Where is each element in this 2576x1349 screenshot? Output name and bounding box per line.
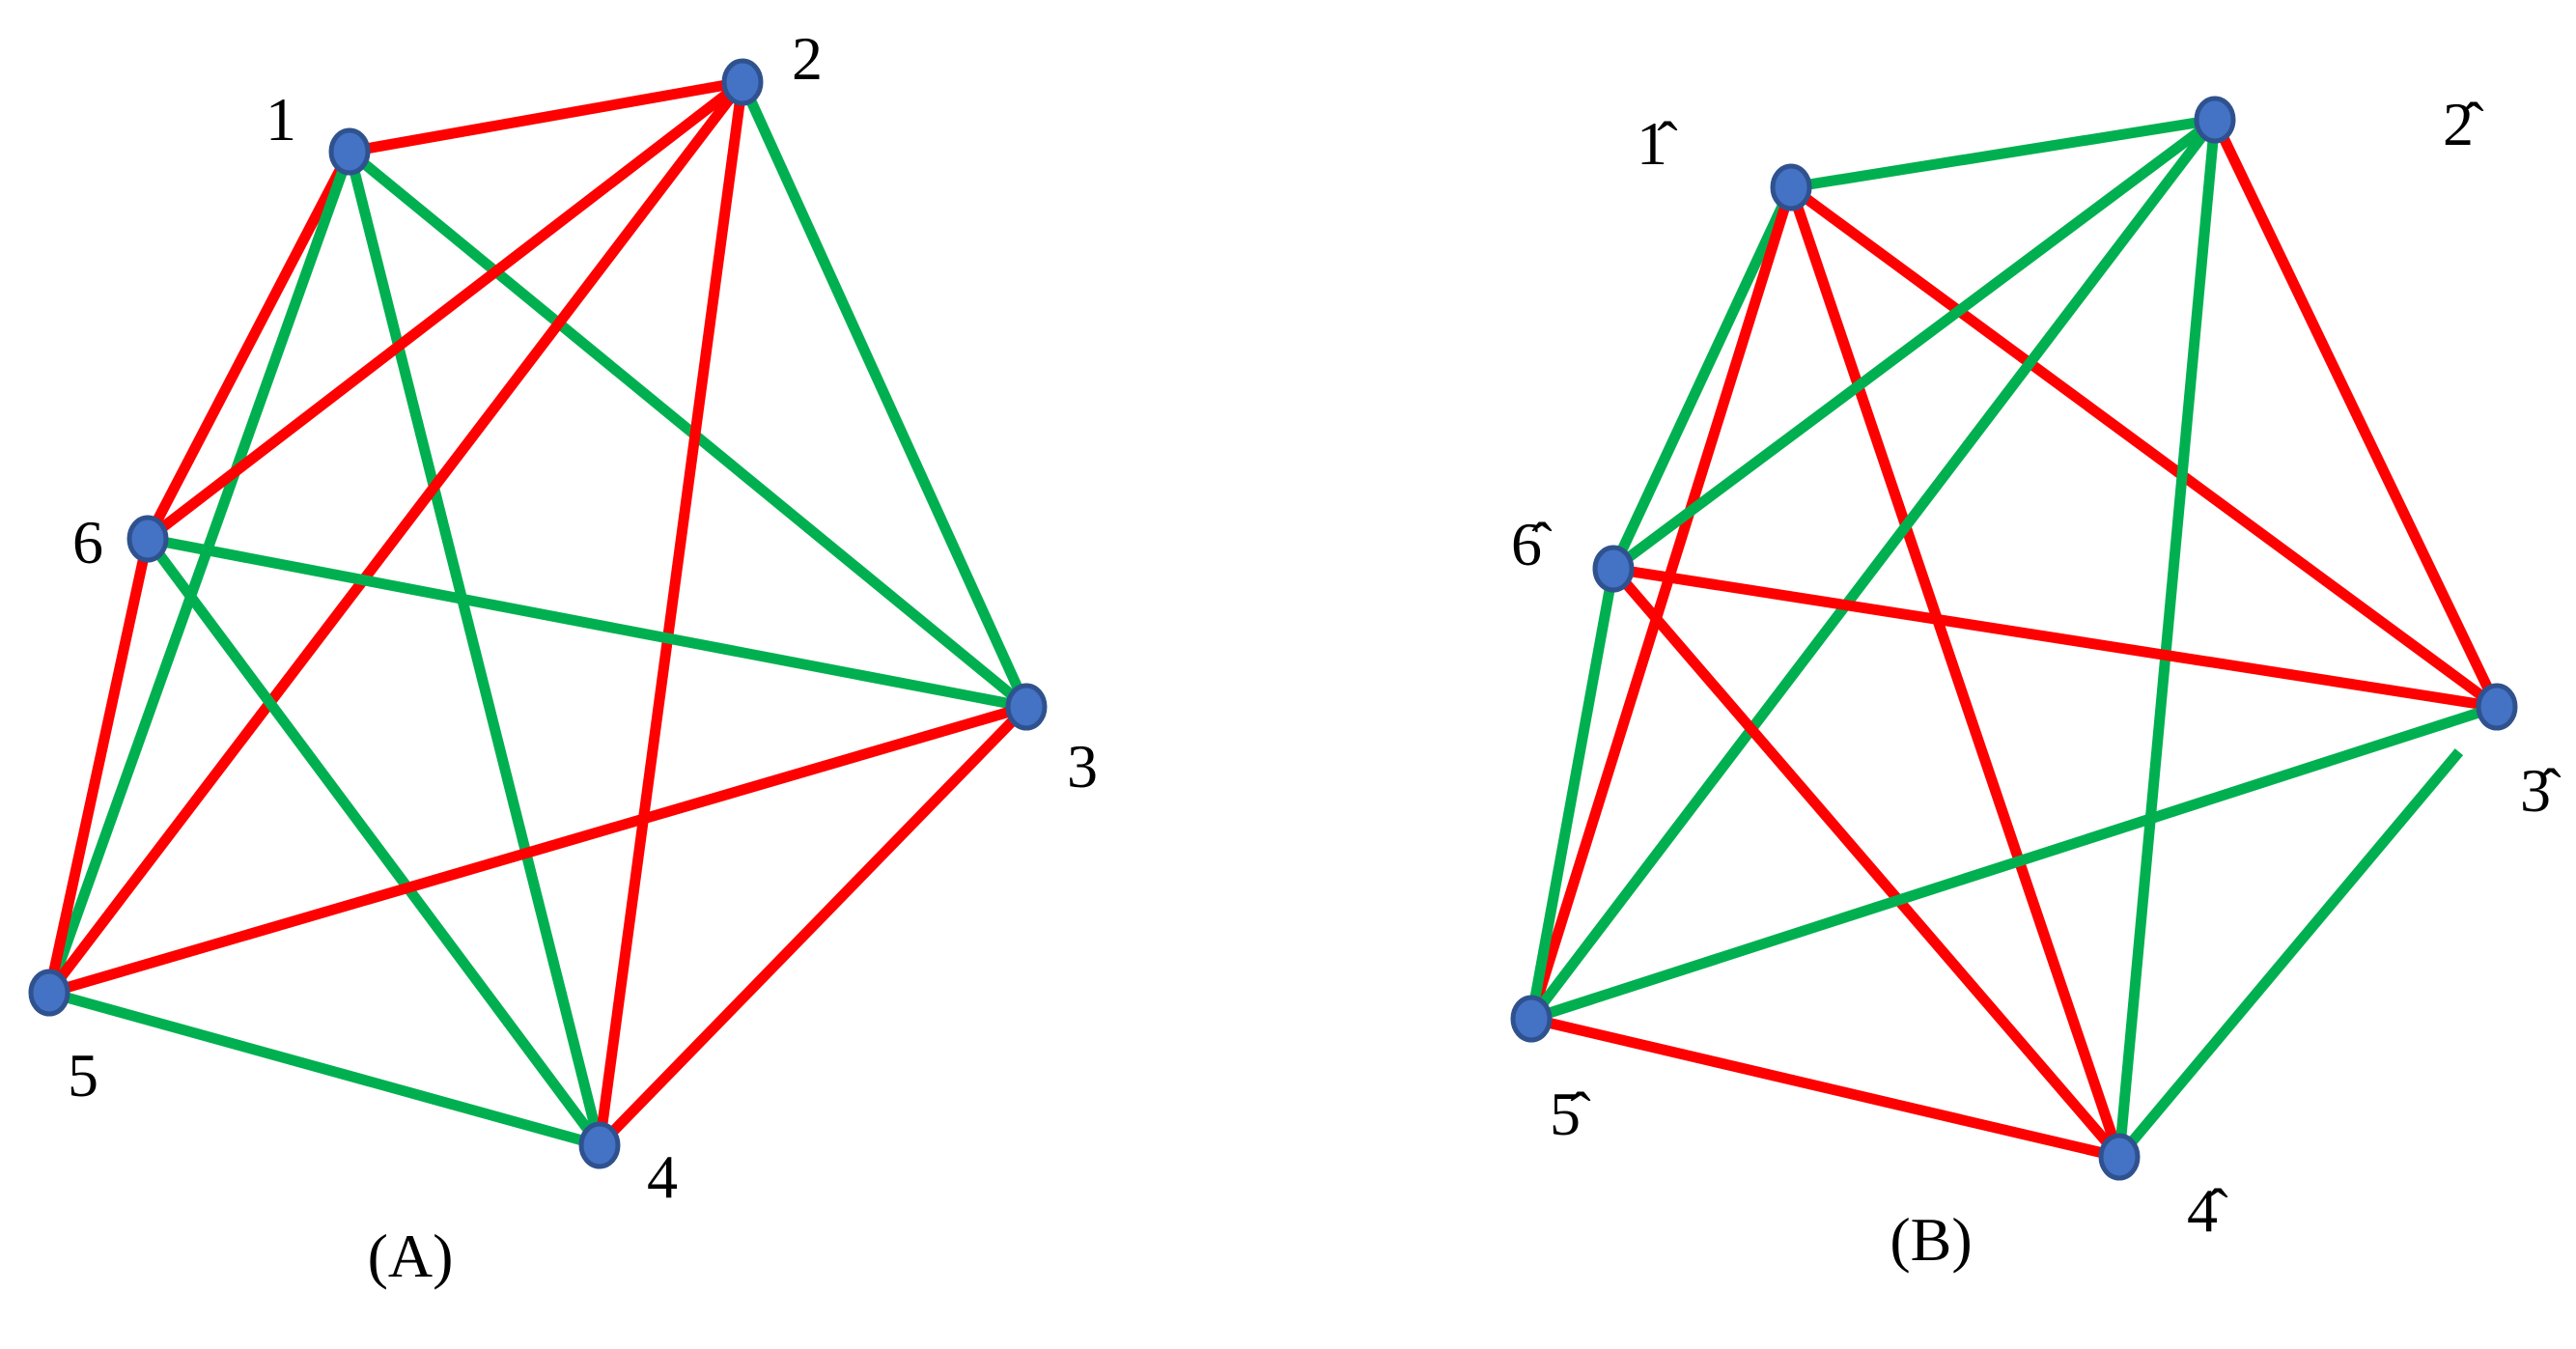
graph-b: 1̂ 2̂ 3̂ 4̂ 5̂ 6̂ (B) <box>1510 90 2562 1274</box>
graph-b-node-4 <box>2098 1133 2141 1181</box>
graph-a-edge-1-5-green <box>43 150 355 995</box>
graph-b-node-label-1: 1̂ <box>1637 109 1678 178</box>
graph-a-node-4 <box>578 1121 621 1169</box>
graph-b-edge-6-4-red <box>1609 565 2124 1161</box>
graph-b-node-5 <box>1510 995 1553 1043</box>
graph-a: 1 2 3 4 5 6 (A) <box>28 24 1098 1290</box>
graph-b-node-2 <box>2194 96 2236 144</box>
graph-a-node-label-6: 6 <box>72 508 103 576</box>
graph-a-edge-2-4-red <box>594 81 748 1146</box>
graph-b-node-1 <box>1770 163 1812 211</box>
graph-a-edge-5-3-red <box>47 701 1028 998</box>
graph-a-edge-2-5-red <box>44 78 747 997</box>
graph-b-node-label-2: 2̂ <box>2443 90 2484 158</box>
graph-a-edge-4-3-red <box>596 703 1030 1149</box>
graph-b-edge-6-5-green <box>1526 568 1619 1020</box>
graph-b-edge-2-6-green <box>1610 115 2219 574</box>
graph-a-node-6 <box>126 515 169 563</box>
graph-a-node-label-3: 3 <box>1067 732 1098 801</box>
graph-a-node-2 <box>721 58 764 106</box>
graph-a-edge-6-3-green <box>146 533 1028 713</box>
graph-a-caption: (A) <box>368 1222 454 1290</box>
graph-a-edge-6-5-red <box>43 537 154 995</box>
graph-b-edges <box>1526 114 2502 1163</box>
graph-b-edge-1-4-red <box>1785 185 2125 1159</box>
graph-a-node-label-1: 1 <box>266 85 296 154</box>
graph-b-caption: (B) <box>1890 1205 1972 1274</box>
graph-b-edge-1-5-red <box>1526 185 1797 1021</box>
graph-a-node-label-5: 5 <box>68 1041 98 1110</box>
graph-b-node-label-3: 3̂ <box>2520 756 2562 825</box>
graph-b-edge-2-5-green <box>1526 116 2220 1023</box>
graph-a-edge-2-3-green <box>737 79 1032 710</box>
graph-b-node-6 <box>1592 545 1635 593</box>
graph-b-edge-4-3-green <box>2114 748 2464 1161</box>
graph-a-nodes <box>28 58 1048 1169</box>
graph-b-edge-1-3-red <box>1787 183 2501 712</box>
graph-b-nodes <box>1510 96 2518 1181</box>
graph-b-edge-2-3-red <box>2210 117 2502 710</box>
graph-b-edge-5-4-red <box>1529 1013 2121 1163</box>
graph-a-node-label-4: 4 <box>647 1142 678 1211</box>
graph-a-edge-1-3-green <box>346 147 1030 712</box>
graph-a-edge-2-6-red <box>144 77 746 544</box>
graph-a-edge-1-6-red <box>143 149 354 542</box>
graph-b-node-label-6: 6̂ <box>1511 510 1553 578</box>
graph-a-edge-1-2-red <box>349 76 743 157</box>
graph-b-node-label-5: 5̂ <box>1550 1080 1591 1148</box>
graph-b-edge-6-3-red <box>1612 563 2498 713</box>
graph-a-edges <box>43 76 1032 1151</box>
graph-a-node-1 <box>328 127 371 176</box>
graph-b-edge-1-2-green <box>1790 114 2216 193</box>
graph-a-edge-5-4-green <box>47 987 602 1151</box>
graph-a-edge-6-4-green <box>143 535 604 1149</box>
graph-b-edge-5-3-green <box>1529 701 2499 1025</box>
graph-b-node-label-4: 4̂ <box>2187 1176 2228 1245</box>
graph-a-node-5 <box>28 969 70 1017</box>
graph-a-node-label-2: 2 <box>792 24 823 93</box>
graph-b-edge-2-4-green <box>2114 119 2221 1158</box>
graph-b-labels: 1̂ 2̂ 3̂ 4̂ 5̂ 6̂ <box>1511 90 2562 1245</box>
graph-b-edge-1-6-green <box>1609 184 1796 572</box>
graph-a-node-3 <box>1005 683 1048 731</box>
graph-a-labels: 1 2 3 4 5 6 <box>68 24 1098 1211</box>
graph-b-node-3 <box>2476 683 2518 731</box>
graph-a-edge-1-4-green <box>344 150 605 1147</box>
